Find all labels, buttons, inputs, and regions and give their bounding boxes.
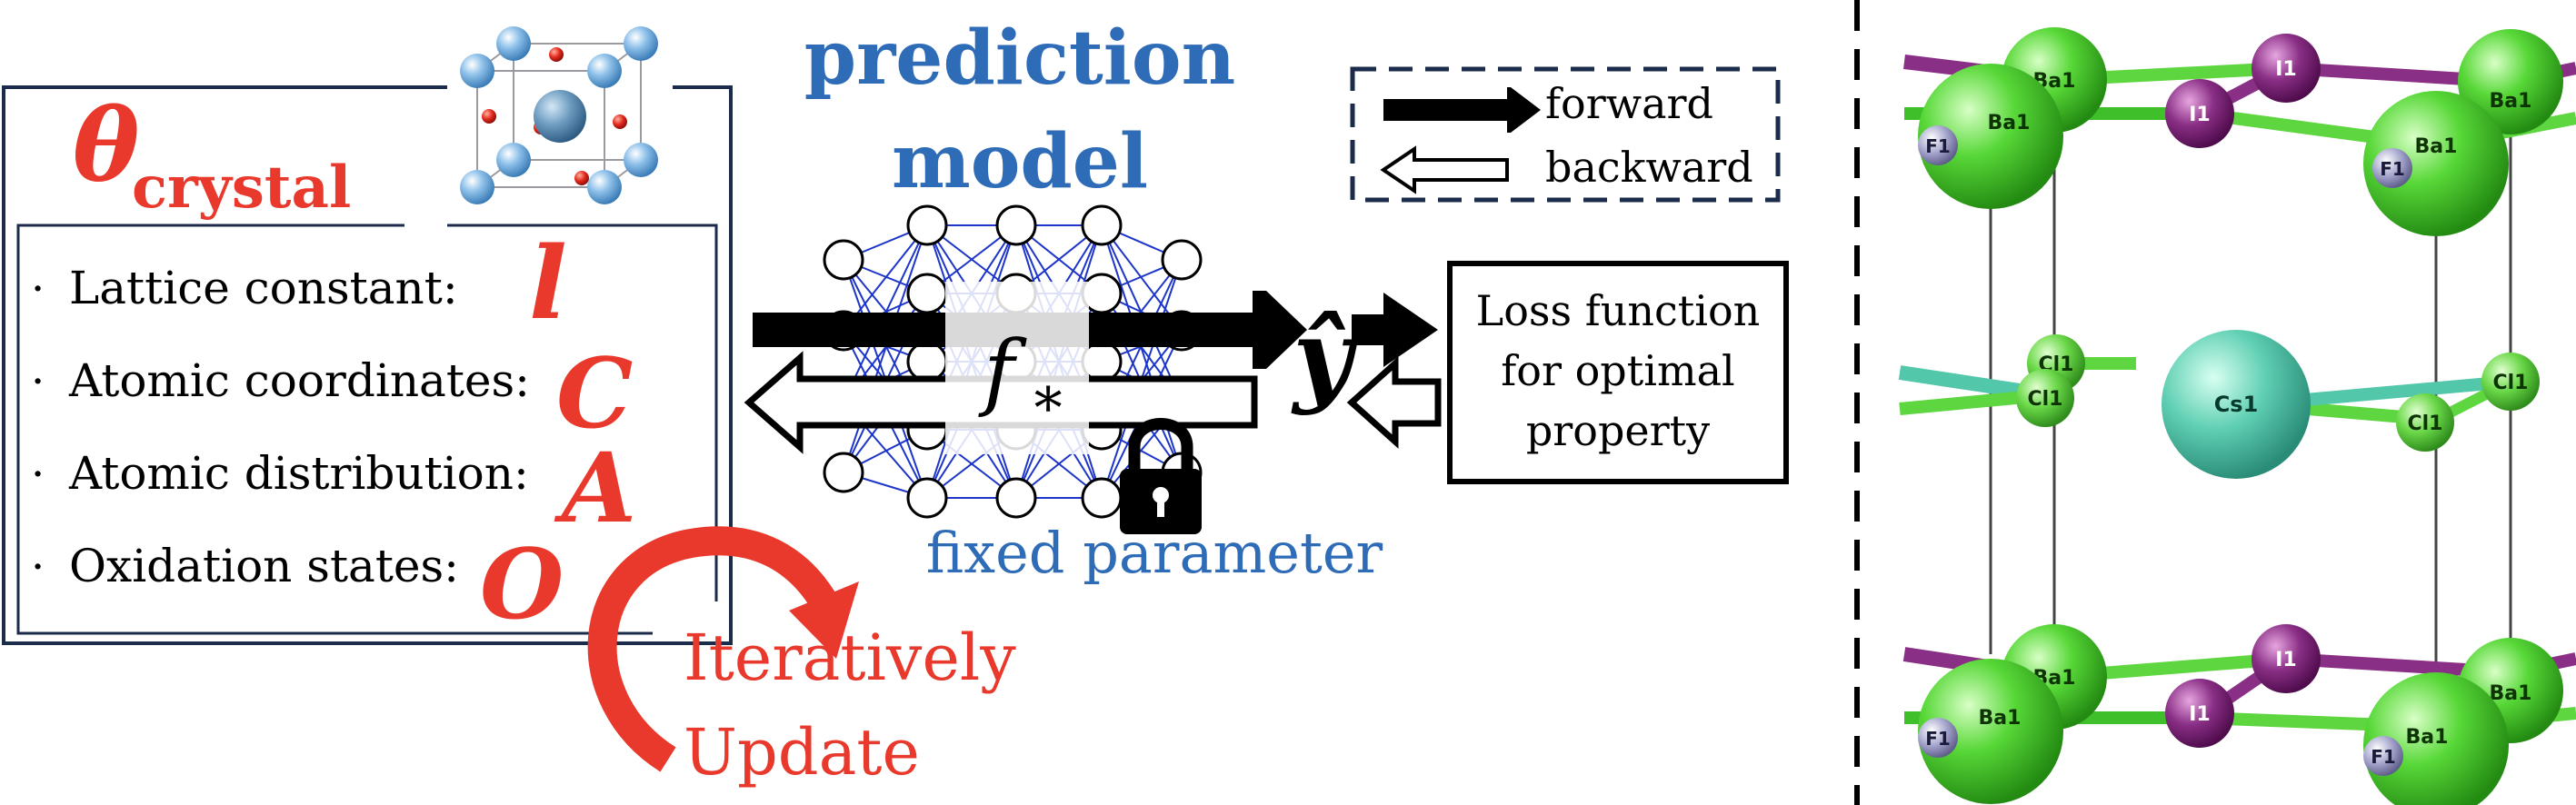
legend: forward backward [1350,66,1781,203]
loss-line3: property [1526,406,1710,455]
atom-cl: Cl1 [2016,369,2074,427]
network-node [906,477,948,519]
inner-frame [16,224,653,635]
network-node [906,273,948,314]
atom-f: F1 [1918,718,1958,758]
function-box [945,282,1089,454]
bullet: · [31,263,45,314]
outer-frame [2,85,733,645]
svg-text:I1: I1 [2189,104,2211,126]
parameter-list: · Lattice constant: l · Atomic coordinat… [31,224,636,641]
bullet: · [31,542,45,592]
svg-text:Cl1: Cl1 [2028,388,2063,411]
network-node [1161,239,1203,281]
param-label-lattice: Lattice constant: [69,262,458,314]
network-node [823,452,864,493]
network-connection [843,224,928,473]
svg-text:Cl1: Cl1 [2408,412,2443,435]
param-symbol-oxidation: O [480,527,564,641]
function-subscript: ∗ [1029,363,1067,430]
svg-text:Ba1: Ba1 [2406,726,2449,749]
svg-text:F1: F1 [1925,135,1951,157]
atom-ba: Ba1 [1918,659,2063,804]
theta-symbol: θ [73,86,139,204]
svg-text:Ba1: Ba1 [2415,135,2458,158]
network-node [1081,204,1123,246]
svg-text:Cl1: Cl1 [2493,372,2529,394]
atom-i: I1 [2165,679,2234,748]
svg-text:I1: I1 [2189,703,2211,726]
legend-forward-arrow [1383,87,1541,133]
model-title-line1: prediction [804,15,1235,102]
atom-cl: Cl1 [2396,393,2454,452]
param-symbol-coordinates: C [556,336,633,450]
legend-backward-arrow [1380,145,1509,194]
atom-f: F1 [1918,125,1958,165]
atom-i: I1 [2252,624,2321,693]
atom-f: F1 [2372,148,2412,188]
svg-text:Cs1: Cs1 [2214,392,2259,417]
lock-icon [1120,418,1202,534]
atom-i: I1 [2252,34,2321,103]
loss-function-box: Loss function for optimal property [1447,261,1789,484]
svg-text:F1: F1 [2371,746,2396,768]
perovskite-crystal-icon [449,26,658,207]
loss-line2: for optimal [1501,346,1734,395]
circular-arrow-icon [587,526,859,772]
network-node [906,341,948,383]
param-label-oxidation: Oxidation states: [69,540,459,592]
legend-forward-label: forward [1545,79,1713,128]
bullet: · [31,356,45,407]
fixed-parameter-label: fixed parameter [926,520,1383,586]
atom-cl: Cl1 [2481,353,2540,411]
model-title-line2: model [892,118,1148,205]
network-node [1081,477,1123,519]
update-label-line1: Iteratively [684,621,1016,695]
atom-ba: Ba1 [1918,64,2063,209]
svg-text:Ba1: Ba1 [2490,90,2532,113]
parameter-panel: θ crystal · Lattice constant: l · Atomic… [2,85,733,645]
svg-text:Ba1: Ba1 [1979,707,2022,730]
svg-text:F1: F1 [2380,158,2405,180]
atom-ba: Ba1 [2363,91,2509,236]
atom-ba: Ba1 [2363,672,2509,805]
atom-ba: Ba1 [2458,29,2563,134]
loss-line1: Loss function [1476,286,1761,335]
param-symbol-distribution: A [554,431,636,544]
svg-text:I1: I1 [2275,58,2297,81]
update-label-line2: Update [684,715,920,790]
svg-text:F1: F1 [1925,728,1951,750]
bullet: · [31,449,45,500]
atom-i: I1 [2165,79,2234,148]
network-node [906,204,948,246]
legend-backward-label: backward [1545,143,1753,192]
network-node [823,239,864,281]
svg-text:I1: I1 [2275,649,2297,671]
network-node [995,477,1037,519]
svg-text:Ba1: Ba1 [2490,682,2532,705]
forward-arrow-small [1352,293,1438,367]
crystal-structure: Ba1 I1 Ba1 Ba1 I1 Ba1 F1 F1 [1898,27,2576,805]
output-y-hat: ŷ [1290,298,1358,417]
param-label-coordinates: Atomic coordinates: [68,354,530,407]
inner-frame-right [447,224,718,601]
param-symbol-lattice: l [529,224,567,342]
theta-subscript: crystal [132,154,351,222]
svg-text:Ba1: Ba1 [1988,112,2031,134]
atom-cs: Cs1 [2162,330,2311,479]
backward-arrow-small [1346,356,1442,449]
atom-f: F1 [2363,736,2403,776]
param-label-distribution: Atomic distribution: [68,447,529,500]
network-node [995,204,1037,246]
